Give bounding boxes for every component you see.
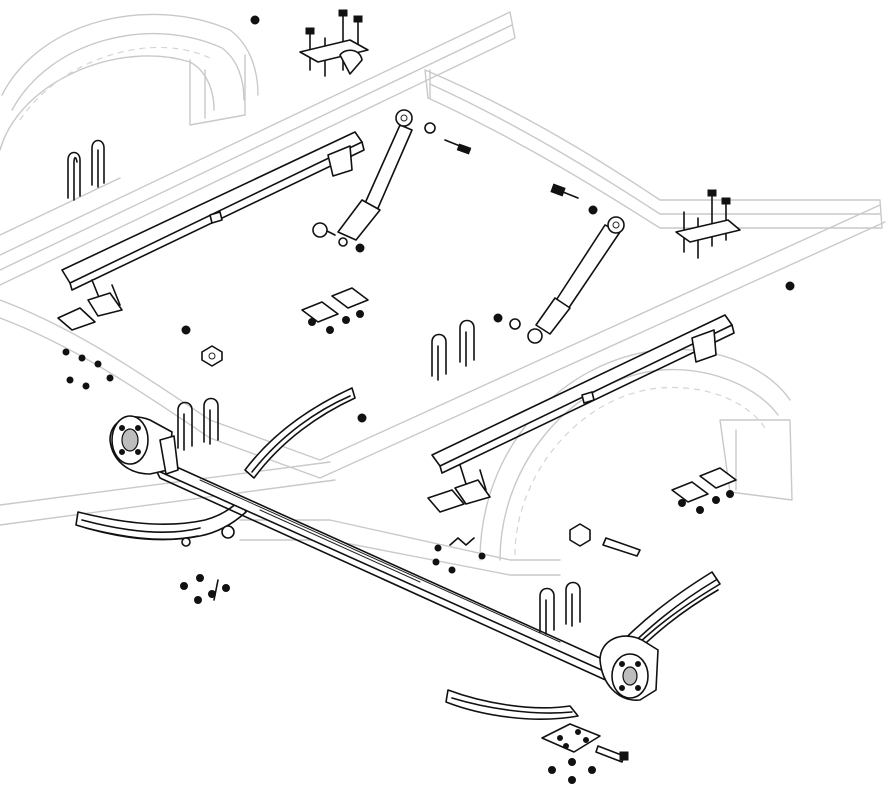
ghost-frame-rail-top — [0, 11, 516, 286]
left-spring-hanger-bar — [61, 131, 365, 317]
leaf-spring-right — [445, 571, 721, 720]
ghost-crossmember-right — [424, 69, 883, 229]
shock-absorber-left — [312, 109, 472, 253]
wheel-hub-right — [599, 635, 659, 701]
spring-shackle-plates-right — [671, 467, 737, 514]
nuts-bottom — [548, 758, 596, 784]
ghost-frame-rail-lower — [0, 204, 886, 576]
u-bolt-pair-right-axle — [539, 581, 581, 635]
u-bolt-pair-left-axle — [177, 397, 219, 451]
u-bolt-pair-rear-left — [67, 139, 105, 201]
axle-beam — [149, 454, 611, 683]
spring-seat-plate — [541, 723, 601, 753]
nuts-and-washers-left — [62, 348, 114, 390]
right-spring-hanger-bar — [431, 314, 735, 505]
shackle-bolt-right — [569, 523, 641, 557]
nuts-left-hub — [180, 574, 230, 604]
shock-absorber-right — [493, 183, 625, 344]
wheel-hub-left — [109, 415, 179, 475]
u-bolt-pair-center — [431, 319, 475, 381]
shackle-bolt-bottom — [595, 745, 629, 763]
hex-nuts-center — [181, 325, 367, 423]
ghost-trailer-frame — [0, 11, 886, 576]
spring-bracket-left-front — [57, 307, 96, 331]
leaf-spring-left — [75, 387, 356, 547]
u-bolt-clamp-top — [250, 9, 369, 77]
spring-bracket-right-front — [427, 489, 486, 574]
spring-shackle-plates-center — [301, 287, 369, 334]
ghost-front-fender — [479, 348, 793, 561]
ghost-rear-fender — [0, 13, 259, 151]
u-bolt-clamp-right — [675, 189, 795, 291]
